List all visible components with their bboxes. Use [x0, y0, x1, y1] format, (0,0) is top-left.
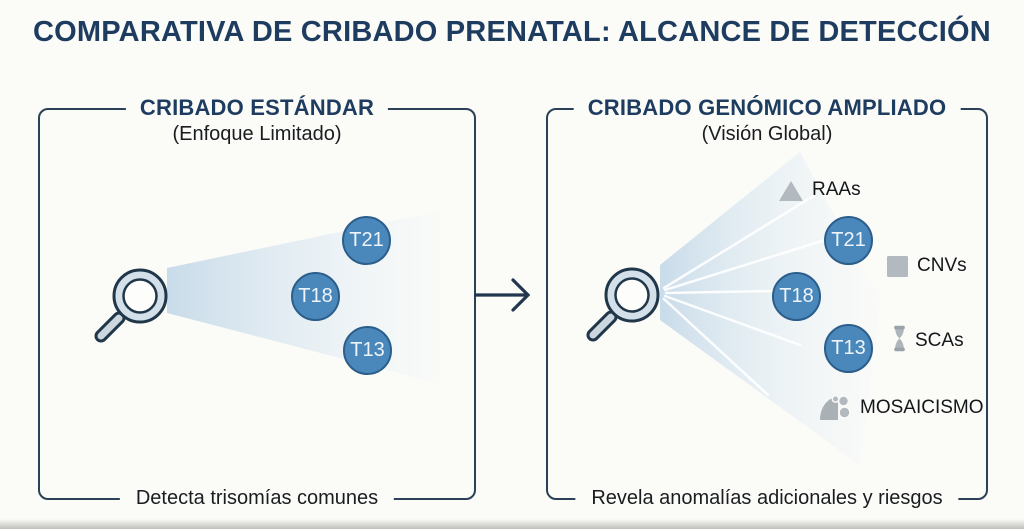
finding-label: SCAs [915, 329, 964, 351]
bottom-shadow [0, 519, 1024, 529]
triangle-icon [779, 180, 803, 201]
trisomy-badge-t21: T21 [342, 216, 391, 265]
trisomy-badge-t21: T21 [824, 216, 873, 265]
comparison-arrow [468, 272, 536, 318]
finding-cnvs: CNVs [886, 254, 967, 278]
standard-panel-subtitle: (Enfoque Limitado) [172, 123, 342, 145]
beam-rays [662, 193, 827, 397]
trisomy-badge-t13: T13 [343, 326, 392, 375]
finding-label: MOSAICISMO [860, 396, 984, 418]
finding-mosaicismo: MOSAICISMO [818, 393, 984, 422]
trisomy-badge-t18: T18 [291, 272, 340, 321]
standard-scene [94, 211, 440, 384]
genomic-panel-subtitle: (Visión Global) [701, 123, 833, 145]
magnifier-icon [586, 267, 660, 342]
standard-panel-title: CRIBADO ESTÁNDAR [125, 95, 389, 121]
square-icon [887, 255, 908, 277]
mosaic-icon [820, 395, 851, 420]
panel-genomic-screening: CRIBADO GENÓMICO AMPLIADO (Visión Global… [546, 95, 988, 511]
chromosome-icon [894, 325, 905, 352]
right-arrow-icon [474, 278, 531, 312]
standard-panel-caption: Detecta trisomías comunes [119, 485, 395, 511]
trisomy-badge-t13: T13 [824, 324, 873, 373]
magnifier-icon [94, 268, 168, 343]
panel-standard-screening: CRIBADO ESTÁNDAR (Enfoque Limitado) T21 … [38, 95, 476, 511]
finding-raas: RAAs [778, 178, 861, 202]
genomic-panel-title: CRIBADO GENÓMICO AMPLIADO [573, 95, 961, 121]
finding-scas: SCAs [892, 325, 964, 356]
genomic-scene [586, 152, 880, 465]
finding-label: RAAs [812, 179, 861, 200]
trisomy-badge-t18: T18 [772, 272, 821, 321]
finding-label: CNVs [917, 255, 967, 276]
page-title: COMPARATIVA DE CRIBADO PRENATAL: ALCANCE… [33, 16, 991, 48]
genomic-panel-caption: Revela anomalías adicionales y riesgos [575, 485, 959, 511]
